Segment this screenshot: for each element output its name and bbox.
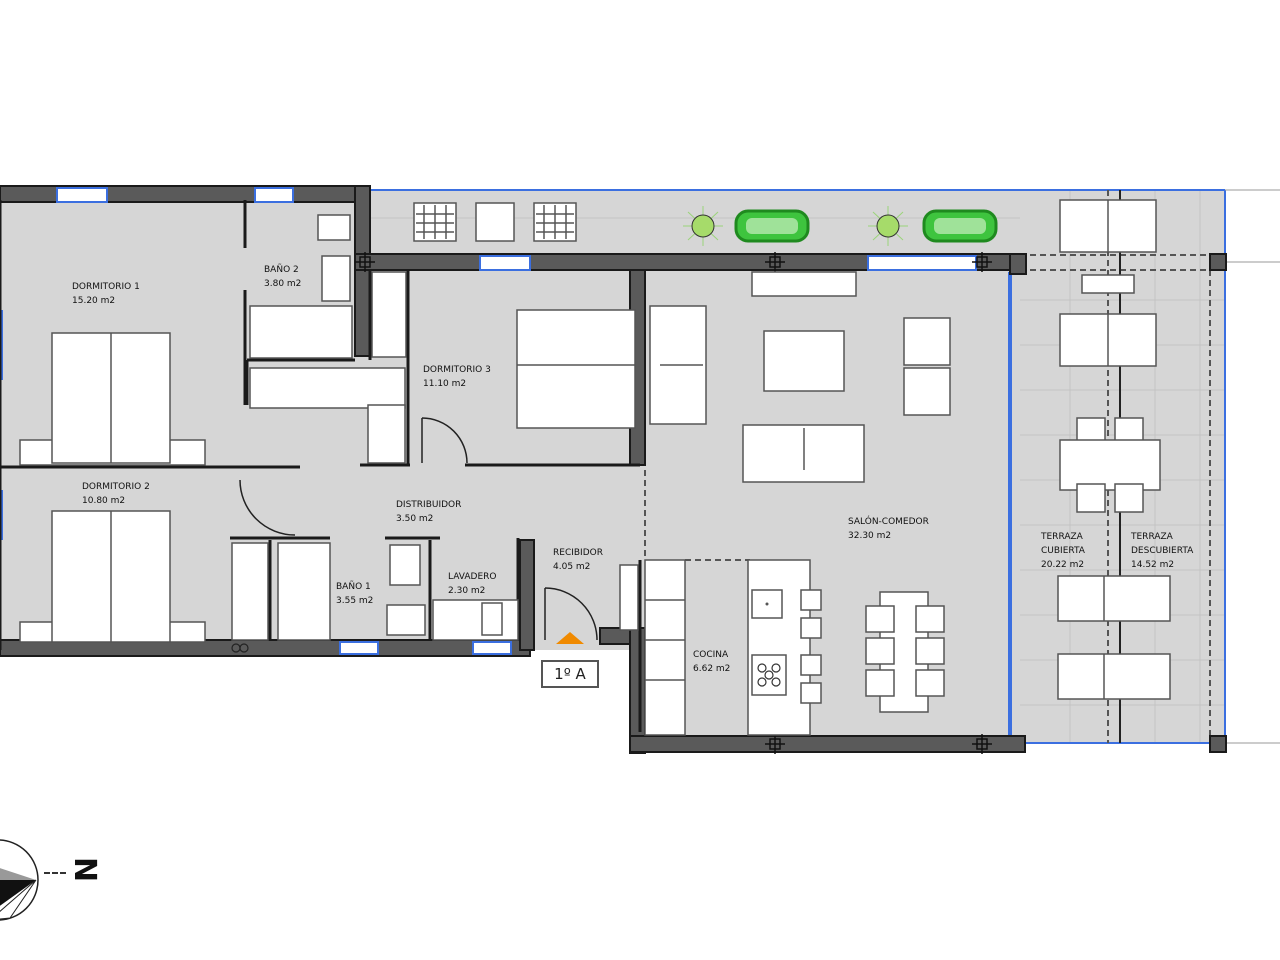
laundry-counter: [432, 599, 519, 641]
room-name: TERRAZA: [1131, 532, 1173, 542]
room-label-distribuidor: DISTRIBUIDOR 3.50 m2: [396, 498, 461, 526]
room-name: DORMITORIO 2: [82, 482, 150, 492]
plant-round-2: [868, 206, 908, 246]
windows: [56, 187, 977, 655]
north-label: N: [67, 856, 103, 883]
room-label-salon-comedor: SALÓN-COMEDOR 32.30 m2: [848, 515, 929, 543]
bath-2-shower: [249, 305, 353, 359]
room-label-lavadero: LAVADERO 2.30 m2: [448, 570, 497, 598]
cooktop-burners: [757, 663, 781, 687]
room-area: 4.05 m2: [553, 562, 591, 572]
bath-1-shower: [277, 542, 331, 641]
armchair-1: [903, 317, 951, 366]
plant-round-1: [683, 206, 723, 246]
room-name: DISTRIBUIDOR: [396, 500, 462, 510]
closet-bed-3: [371, 271, 407, 358]
room-area: 20.22 m2: [1041, 560, 1085, 570]
room-name: DESCUBIERTA: [1131, 546, 1194, 556]
kitchen-counter: [644, 559, 686, 736]
room-name: DORMITORIO 3: [423, 365, 491, 375]
room-area: 2.30 m2: [448, 586, 486, 596]
terrace-stool: [475, 202, 515, 242]
door-swings: [239, 417, 598, 641]
wardrobe-bed-2: [231, 542, 269, 641]
washing-machine: [481, 602, 503, 636]
planter-grid-pattern: [416, 205, 574, 239]
compass-north-line: [44, 872, 66, 876]
column-markers: [355, 252, 992, 754]
bath-1-toilet: [389, 544, 421, 586]
entry-arrow-icon: [556, 632, 584, 644]
cooktop: [751, 654, 787, 696]
sink-drain-icon: [765, 602, 769, 606]
closet-hall-2: [367, 404, 406, 464]
bed-3: [516, 309, 636, 429]
room-area: 3.55 m2: [336, 596, 374, 606]
room-area: 11.10 m2: [423, 379, 467, 389]
room-label-dormitorio-1: DORMITORIO 1 15.20 m2: [72, 280, 140, 308]
furniture: [19, 199, 1171, 736]
bath-2-sink: [317, 214, 351, 241]
room-label-terraza-descubierta: TERRAZA DESCUBIERTA 14.52 m2: [1131, 530, 1193, 572]
compass-icon: [0, 839, 39, 921]
armchair-2: [903, 367, 951, 416]
room-name: COCINA: [693, 650, 729, 660]
room-name: TERRAZA: [1041, 532, 1083, 542]
room-area: 14.52 m2: [1131, 560, 1175, 570]
room-label-dormitorio-3: DORMITORIO 3 11.10 m2: [423, 363, 491, 391]
sunlounger-2: [1057, 653, 1171, 700]
room-name: CUBIERTA: [1041, 546, 1085, 556]
interior-partitions: [0, 200, 642, 732]
room-label-terraza-cubierta: TERRAZA CUBIERTA 20.22 m2: [1041, 530, 1085, 572]
room-area: 6.62 m2: [693, 664, 731, 674]
room-area: 3.80 m2: [264, 279, 302, 289]
kitchen-island: [747, 559, 811, 736]
sunlounger-1: [1057, 575, 1171, 622]
terrace-side-table: [1081, 274, 1135, 294]
terrace-glazing: [370, 189, 1226, 744]
drain-icon: [239, 643, 249, 653]
room-label-cocina: COCINA 6.62 m2: [693, 648, 730, 676]
terrace-dining-table: [1059, 439, 1161, 491]
room-area: 32.30 m2: [848, 531, 892, 541]
room-name: RECIBIDOR: [553, 548, 603, 558]
entry-closet: [619, 564, 639, 631]
room-name: DORMITORIO 1: [72, 282, 140, 292]
room-area: 15.20 m2: [72, 296, 116, 306]
bath-2-toilet: [321, 255, 351, 302]
room-label-bano-2: BAÑO 2 3.80 m2: [264, 263, 301, 291]
room-name: BAÑO 2: [264, 265, 299, 275]
plants: [683, 206, 998, 246]
room-name: SALÓN-COMEDOR: [848, 517, 929, 527]
room-label-recibidor: RECIBIDOR 4.05 m2: [553, 546, 603, 574]
room-name: LAVADERO: [448, 572, 497, 582]
room-area: 3.50 m2: [396, 514, 434, 524]
tv-unit: [751, 271, 857, 297]
unit-tag: 1º A: [541, 660, 599, 688]
room-label-bano-1: BAÑO 1 3.55 m2: [336, 580, 373, 608]
coffee-table: [763, 330, 845, 392]
room-label-dormitorio-2: DORMITORIO 2 10.80 m2: [82, 480, 150, 508]
room-area: 10.80 m2: [82, 496, 126, 506]
room-name: BAÑO 1: [336, 582, 371, 592]
bath-1-sink: [386, 604, 426, 636]
closet-hall: [249, 367, 406, 409]
